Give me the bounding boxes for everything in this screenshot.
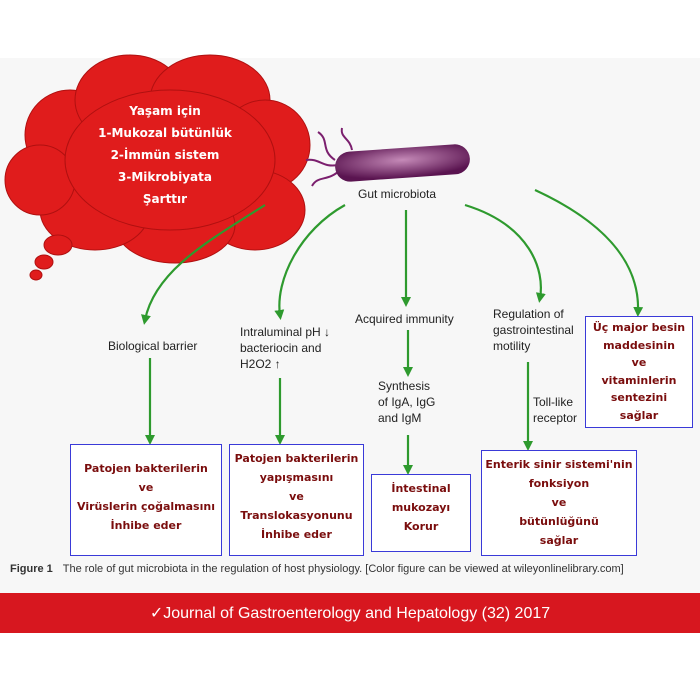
box-line: İnhibe eder [261,528,332,541]
label-line: Regulation of [493,307,564,321]
box-pathogen-virus: Patojen bakterilerin ve Virüslerin çoğal… [70,444,222,556]
arrow-to-intraluminal [274,204,346,320]
cloud-line: Yaşam için [129,104,201,118]
box-intestinal: İntestinal mukozayı Korur [371,474,471,552]
arrow-to-regulation [464,203,546,303]
box-line: İntestinal [391,482,451,495]
box-line: Korur [403,520,439,533]
arrow-to-major-nutrients [534,189,644,317]
box-line: ve [551,496,567,509]
figure-number: Figure 1 [10,563,53,575]
caption-text: The role of gut microbiota in the regula… [62,563,624,575]
bacterium-icon [305,127,470,187]
label-toll-like: Toll-like receptor [533,394,577,426]
label-line: Synthesis [378,379,431,393]
speech-cloud [4,54,311,281]
box-enteric: Enterik sinir sistemi'nin fonksiyon ve b… [481,450,637,556]
box-line: vitaminlerin [601,373,677,387]
label-synthesis: Synthesis of IgA, IgG and IgM [378,378,435,426]
box-line: ve [289,490,304,503]
label-line: gastrointestinal [493,323,574,337]
cloud-line: 3-Mikrobiyata [118,170,212,184]
label-regulation: Regulation of gastrointestinal motility [493,306,574,354]
box-line: Translokasyonunu [240,509,353,522]
box-line: Üç major besin [592,321,686,334]
box-line: sentezini [610,391,668,404]
cloud-line: 1-Mukozal bütünlük [98,126,232,140]
label-intraluminal: Intraluminal pH ↓ bacteriocin and H2O2 ↑ [240,324,330,372]
box-line: bütünlüğünü [519,515,599,528]
center-label: Gut microbiota [358,187,437,201]
label-biological-barrier: Biological barrier [108,339,198,353]
label-line: Toll-like [533,395,574,409]
label-line: receptor [533,411,578,425]
citation-text: ✓Journal of Gastroenterology and Hepatol… [149,605,551,622]
label-line: motility [493,339,531,353]
box-line: İnhibe eder [110,519,182,532]
cloud-line: Şarttır [142,192,188,206]
box-line: mukozayı [391,501,451,514]
label-line: Intraluminal pH ↓ [240,325,331,339]
label-acquired-immunity: Acquired immunity [355,312,454,326]
box-line: Patojen bakterilerin [84,462,208,475]
box-pathogen-adhesion: Patojen bakterilerin yapışmasını ve Tran… [229,444,364,556]
box-line: ve [138,481,154,494]
label-line: of IgA, IgG [378,395,436,409]
box-line: ve [631,356,647,369]
box-line: sağlar [539,534,579,547]
label-line: bacteriocin and [240,341,322,355]
top-band [0,0,700,58]
box-line: fonksiyon [528,477,590,490]
citation-band: ✓Journal of Gastroenterology and Hepatol… [0,593,700,633]
box-major-nutrients: Üç major besin maddesinin ve vitaminleri… [585,316,693,428]
label-line: H2O2 ↑ [240,357,281,371]
bottom-whitespace [0,633,700,700]
box-line: Patojen bakterilerin [234,452,359,465]
box-line: sağlar [619,408,659,422]
arrow-to-biological-barrier [141,204,266,325]
cloud-text: Yaşam için 1-Mukozal bütünlük 2-İmmün si… [80,100,250,210]
box-line: Enterik sinir sistemi'nin [485,458,633,471]
figure-caption: Figure 1 The role of gut microbiota in th… [10,563,624,575]
box-line: yapışmasını [259,471,334,484]
arrows [141,189,644,475]
box-line: maddesinin [603,338,675,352]
cloud-line: 2-İmmün sistem [110,148,220,162]
box-line: Virüslerin çoğalmasını [77,500,215,513]
label-line: and IgM [378,411,422,425]
